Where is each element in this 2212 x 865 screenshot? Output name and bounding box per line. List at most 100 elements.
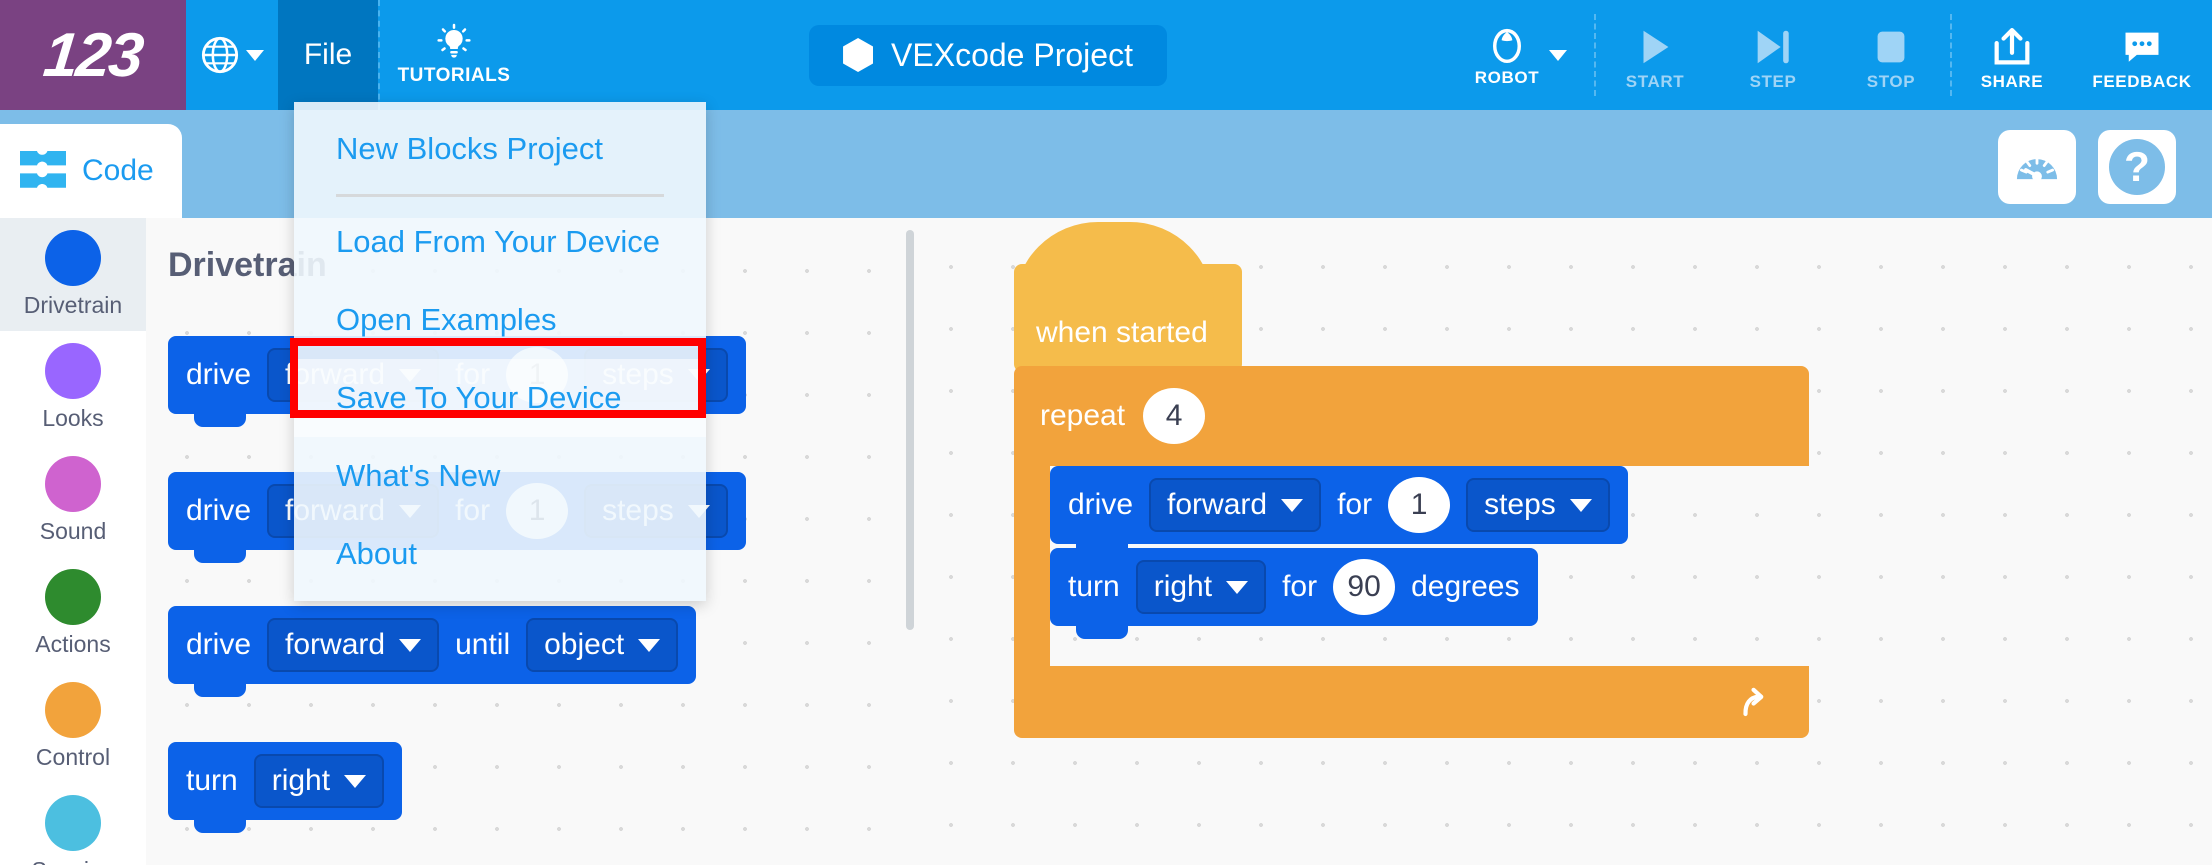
block-dropdown-direction[interactable]: forward [1149,478,1322,532]
menu-item-save-to-your-device[interactable]: Save To Your Device [294,359,706,437]
dropdown-value: object [544,628,625,661]
menu-divider [336,194,664,197]
palette-block-turn[interactable]: turn right [168,742,403,833]
block-dropdown-direction[interactable]: forward [267,618,440,672]
subbar-right-buttons: ? [1998,130,2176,204]
workspace-block-turn[interactable]: turn right for 90 degrees [1050,548,1538,639]
toolbar-divider [1594,14,1596,96]
share-label: SHARE [1980,72,2044,91]
dropdown-value: right [271,764,331,797]
category-color-dot [45,569,101,625]
chevron-down-icon [1281,498,1304,512]
block-dropdown-direction[interactable]: right [1135,560,1267,614]
block-body[interactable]: turn right [168,742,403,833]
block-label: for [1282,570,1318,603]
project-name-text: VEXcode Project [891,36,1133,73]
robot-button[interactable]: ROBOT [1448,0,1594,110]
share-button[interactable]: SHARE [1952,0,2072,110]
palette-block-drive-until[interactable]: drive forward until object [168,606,697,697]
dashboard-icon [2016,156,2058,182]
block-dropdown-direction[interactable]: right [253,754,385,808]
repeat-count-input[interactable]: 4 [1143,388,1206,444]
block-body[interactable]: drive forward until object [168,606,697,697]
category-color-dot [45,343,101,399]
block-label: turn [1068,570,1120,603]
block-label: when started [1036,316,1208,349]
step-label: STEP [1749,72,1797,91]
file-menu-button[interactable]: File [278,0,378,110]
toolbar-actions: ROBOT START STEP [1448,0,2212,110]
category-looks[interactable]: Looks [0,331,146,444]
feedback-button[interactable]: FEEDBACK [2072,0,2212,110]
dropdown-value: forward [1167,488,1268,521]
dropdown-value: right [1153,570,1213,603]
block-dropdown-target[interactable]: object [526,618,679,672]
block-body[interactable]: turn right for 90 degrees [1050,548,1538,639]
tab-code[interactable]: Code [0,124,182,218]
block-dropdown-units[interactable]: steps [1466,478,1610,532]
menu-item-new-blocks-project[interactable]: New Blocks Project [336,131,604,166]
main-area: Drivetrain Looks Sound Actions Control S… [0,218,2212,865]
chevron-down-icon [1569,498,1592,512]
workspace-block-when-started[interactable]: when started [1014,222,1242,372]
start-button[interactable]: START [1596,0,1714,110]
block-number-input[interactable]: 1 [1388,477,1451,533]
language-button[interactable] [186,0,278,110]
dropdown-value: forward [285,628,386,661]
help-question-mark: ? [2124,143,2150,190]
code-canvas[interactable]: when started repeat 4 [906,218,2212,865]
tutorials-button[interactable]: TUTORIALS [378,0,528,110]
chevron-down-icon [344,774,367,788]
block-label: drive [186,494,252,527]
hexagon-icon [843,38,874,72]
workspace-block-repeat[interactable]: repeat 4 [1014,366,1809,738]
block-notch [194,819,246,833]
block-number-input[interactable]: 90 [1333,559,1396,615]
menu-item-open-examples[interactable]: Open Examples [336,302,557,337]
block-label: repeat [1040,399,1126,432]
category-sound[interactable]: Sound [0,444,146,557]
block-label: drive [186,358,252,391]
category-rail: Drivetrain Looks Sound Actions Control S… [0,218,146,865]
toolbar-spacer-left [528,0,809,110]
step-button[interactable]: STEP [1714,0,1832,110]
category-control[interactable]: Control [0,670,146,783]
block-label: for [1337,488,1373,521]
menu-item-whats-new[interactable]: What's New [336,458,501,493]
tutorials-label: TUTORIALS [397,65,511,86]
project-name-field[interactable]: VEXcode Project [809,24,1167,86]
palette-canvas-divider[interactable] [906,230,914,630]
stop-button[interactable]: STOP [1832,0,1950,110]
repeat-arm [1014,466,1050,666]
toolbar-spacer-right [1167,0,1448,110]
category-actions[interactable]: Actions [0,557,146,670]
blocks-icon [20,151,66,188]
logo-text: 123 [40,20,146,90]
category-label: Drivetrain [23,292,123,318]
chevron-down-icon [638,638,661,652]
category-color-dot [45,456,101,512]
menu-item-about[interactable]: About [336,536,418,571]
block-body[interactable]: drive forward for 1 steps [1050,466,1628,557]
globe-icon [201,36,239,74]
menu-item-load-from-your-device[interactable]: Load From Your Device [336,224,660,259]
category-label: Looks [42,405,104,431]
repeat-footer[interactable] [1014,666,1809,738]
robot-label: ROBOT [1474,68,1540,87]
category-sensing[interactable]: Sensing [0,783,146,865]
lightbulb-icon [437,23,471,58]
file-menu-dropdown[interactable]: New Blocks Project Load From Your Device… [294,102,706,601]
repeat-header[interactable]: repeat 4 [1014,366,1809,466]
category-drivetrain[interactable]: Drivetrain [0,218,146,331]
dashboard-button[interactable] [1998,130,2076,204]
category-color-dot [45,230,101,286]
block-notch [194,413,246,427]
block-label: drive [186,628,252,661]
help-button[interactable]: ? [2098,130,2176,204]
block-notch [194,549,246,563]
category-label: Control [35,744,111,770]
category-color-dot [45,795,101,851]
chevron-down-icon [1549,49,1568,61]
workspace-block-drive[interactable]: drive forward for 1 steps [1050,466,1628,557]
